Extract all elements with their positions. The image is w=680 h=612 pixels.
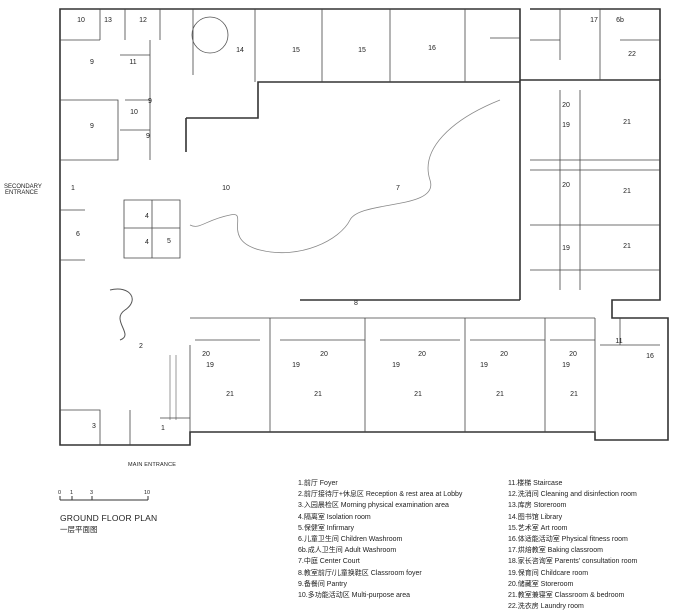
room-label: 9 bbox=[90, 59, 94, 66]
legend-item: 1.前厅 Foyer bbox=[298, 480, 338, 487]
legend-item: 10.多功能活动区 Multi-purpose area bbox=[298, 592, 411, 600]
legend-item: 5.保健室 Infirmary bbox=[298, 524, 355, 532]
lobby-staircase bbox=[109, 288, 133, 341]
library-stair bbox=[191, 16, 229, 54]
room-label: 7 bbox=[396, 185, 400, 192]
room-label: 19 bbox=[292, 362, 300, 369]
legend-item: 6.儿童卫生间 Children Washroom bbox=[298, 536, 403, 544]
room-label: 20 bbox=[320, 351, 328, 358]
legend-item: 16.体适能活动室 Physical fitness room bbox=[508, 536, 628, 544]
room-label: 15 bbox=[292, 47, 300, 54]
legend-right: 11.楼梯 Staircase 12.洗消间 Cleaning and disi… bbox=[508, 478, 637, 612]
room-label: 20 bbox=[562, 102, 570, 109]
room-label: 21 bbox=[314, 391, 322, 398]
room-label: 19 bbox=[562, 245, 570, 252]
room-label: 20 bbox=[569, 351, 577, 358]
room-label: 14 bbox=[236, 47, 244, 54]
room-label: 4 bbox=[145, 213, 149, 220]
legend-item: 20.储藏室 Storeroom bbox=[508, 580, 574, 588]
courtyard-path bbox=[189, 99, 501, 254]
room-label: 20 bbox=[562, 182, 570, 189]
room-label: 9 bbox=[146, 133, 150, 140]
room-label: 21 bbox=[623, 119, 631, 126]
room-label: 8 bbox=[354, 300, 358, 307]
room-label: 20 bbox=[202, 351, 210, 358]
room-label: 21 bbox=[623, 188, 631, 195]
legend-item: 12.洗消间 Cleaning and disinfection room bbox=[508, 491, 637, 499]
scale-tick: 3 bbox=[90, 490, 94, 496]
legend-item: 7.中庭 Center Court bbox=[298, 558, 360, 566]
room-label: 11 bbox=[615, 338, 622, 345]
lobby-staircase bbox=[169, 355, 177, 420]
scale-bar: 0 1 3 10 bbox=[58, 490, 158, 506]
legend-item: 18.家长咨询室 Parents' consultation room bbox=[508, 558, 638, 566]
room-label: 16 bbox=[428, 45, 436, 52]
legend-item: 3.入园晨检区 Morning physical examination are… bbox=[298, 502, 449, 510]
legend-item: 2.前厅接待厅+休息区 Reception & rest area at Lob… bbox=[298, 491, 463, 499]
legend-item: 19.保育间 Childcare room bbox=[508, 569, 589, 577]
main-entrance-label: MAIN ENTRANCE bbox=[128, 462, 177, 468]
room-label: 19 bbox=[480, 362, 488, 369]
room-label: 21 bbox=[623, 243, 631, 250]
scale-tick: 1 bbox=[70, 490, 74, 496]
room-label: 9 bbox=[148, 98, 152, 105]
legend-item: 4.隔离室 Isolation room bbox=[298, 513, 371, 521]
legend-item: 22.洗衣房 Laundry room bbox=[508, 603, 584, 611]
room-label: 4 bbox=[145, 239, 149, 246]
plan-title-zh: 一层平面图 bbox=[60, 525, 98, 534]
legend-item: 14.图书馆 Library bbox=[508, 513, 563, 521]
room-label: 10 bbox=[77, 17, 85, 24]
room-label: 22 bbox=[628, 51, 636, 58]
outer-wall bbox=[59, 8, 669, 446]
room-label: 20 bbox=[418, 351, 426, 358]
courtyard-wall bbox=[185, 80, 521, 301]
north-east-block bbox=[530, 8, 661, 80]
room-label: 6 bbox=[76, 231, 80, 238]
room-label: 15 bbox=[358, 47, 366, 54]
room-label: 2 bbox=[139, 343, 143, 350]
legend-item: 13.库房 Storeroom bbox=[508, 502, 567, 510]
room-label: 19 bbox=[392, 362, 400, 369]
room-label: 21 bbox=[570, 391, 578, 398]
room-label: 19 bbox=[562, 122, 570, 129]
room-label: 17 bbox=[590, 17, 598, 24]
room-label: 10 bbox=[130, 109, 138, 116]
legend-item: 15.艺术室 Art room bbox=[508, 524, 568, 532]
room-label: 21 bbox=[226, 391, 234, 398]
plan-title: GROUND FLOOR PLAN bbox=[60, 513, 158, 523]
legend-left: 1.前厅 Foyer 2.前厅接待厅+休息区 Reception & rest … bbox=[298, 478, 462, 601]
room-label: 1 bbox=[71, 185, 75, 192]
room-label: 13 bbox=[104, 17, 112, 24]
room-label: 20 bbox=[500, 351, 508, 358]
scale-tick: 0 bbox=[58, 490, 62, 496]
room-label: 21 bbox=[496, 391, 504, 398]
legend-item: 11.楼梯 Staircase bbox=[508, 480, 563, 487]
legend-item: 17.烘焙教室 Baking classroom bbox=[508, 547, 603, 555]
room-label: 3 bbox=[92, 423, 96, 430]
room-label: 1 bbox=[161, 425, 165, 432]
room-label: 5 bbox=[167, 238, 171, 245]
scale-tick: 10 bbox=[144, 490, 151, 496]
room-label: 16 bbox=[646, 353, 654, 360]
legend-item: 8.教室前厅/儿童换鞋区 Classroom foyer bbox=[298, 569, 422, 577]
secondary-entrance-label: SECONDARY ENTRANCE bbox=[4, 184, 42, 196]
room-label: 21 bbox=[414, 391, 422, 398]
room-label: 19 bbox=[206, 362, 214, 369]
room-label: 9 bbox=[90, 123, 94, 130]
legend-item: 9.备餐间 Pantry bbox=[298, 580, 348, 588]
legend-item: 6b.成人卫生间 Adult Washroom bbox=[298, 547, 397, 555]
room-label: 19 bbox=[562, 362, 570, 369]
room-label: 11 bbox=[129, 59, 136, 66]
room-label: 12 bbox=[139, 17, 147, 24]
room-label: 10 bbox=[222, 185, 230, 192]
room-label: 6b bbox=[616, 17, 624, 24]
legend-item: 21.教室兼寝室 Classroom & bedroom bbox=[508, 592, 625, 600]
floor-plan-drawing: 12 13 10 14 15 15 16 16 17 6b 22 9 11 9 … bbox=[59, 8, 669, 446]
